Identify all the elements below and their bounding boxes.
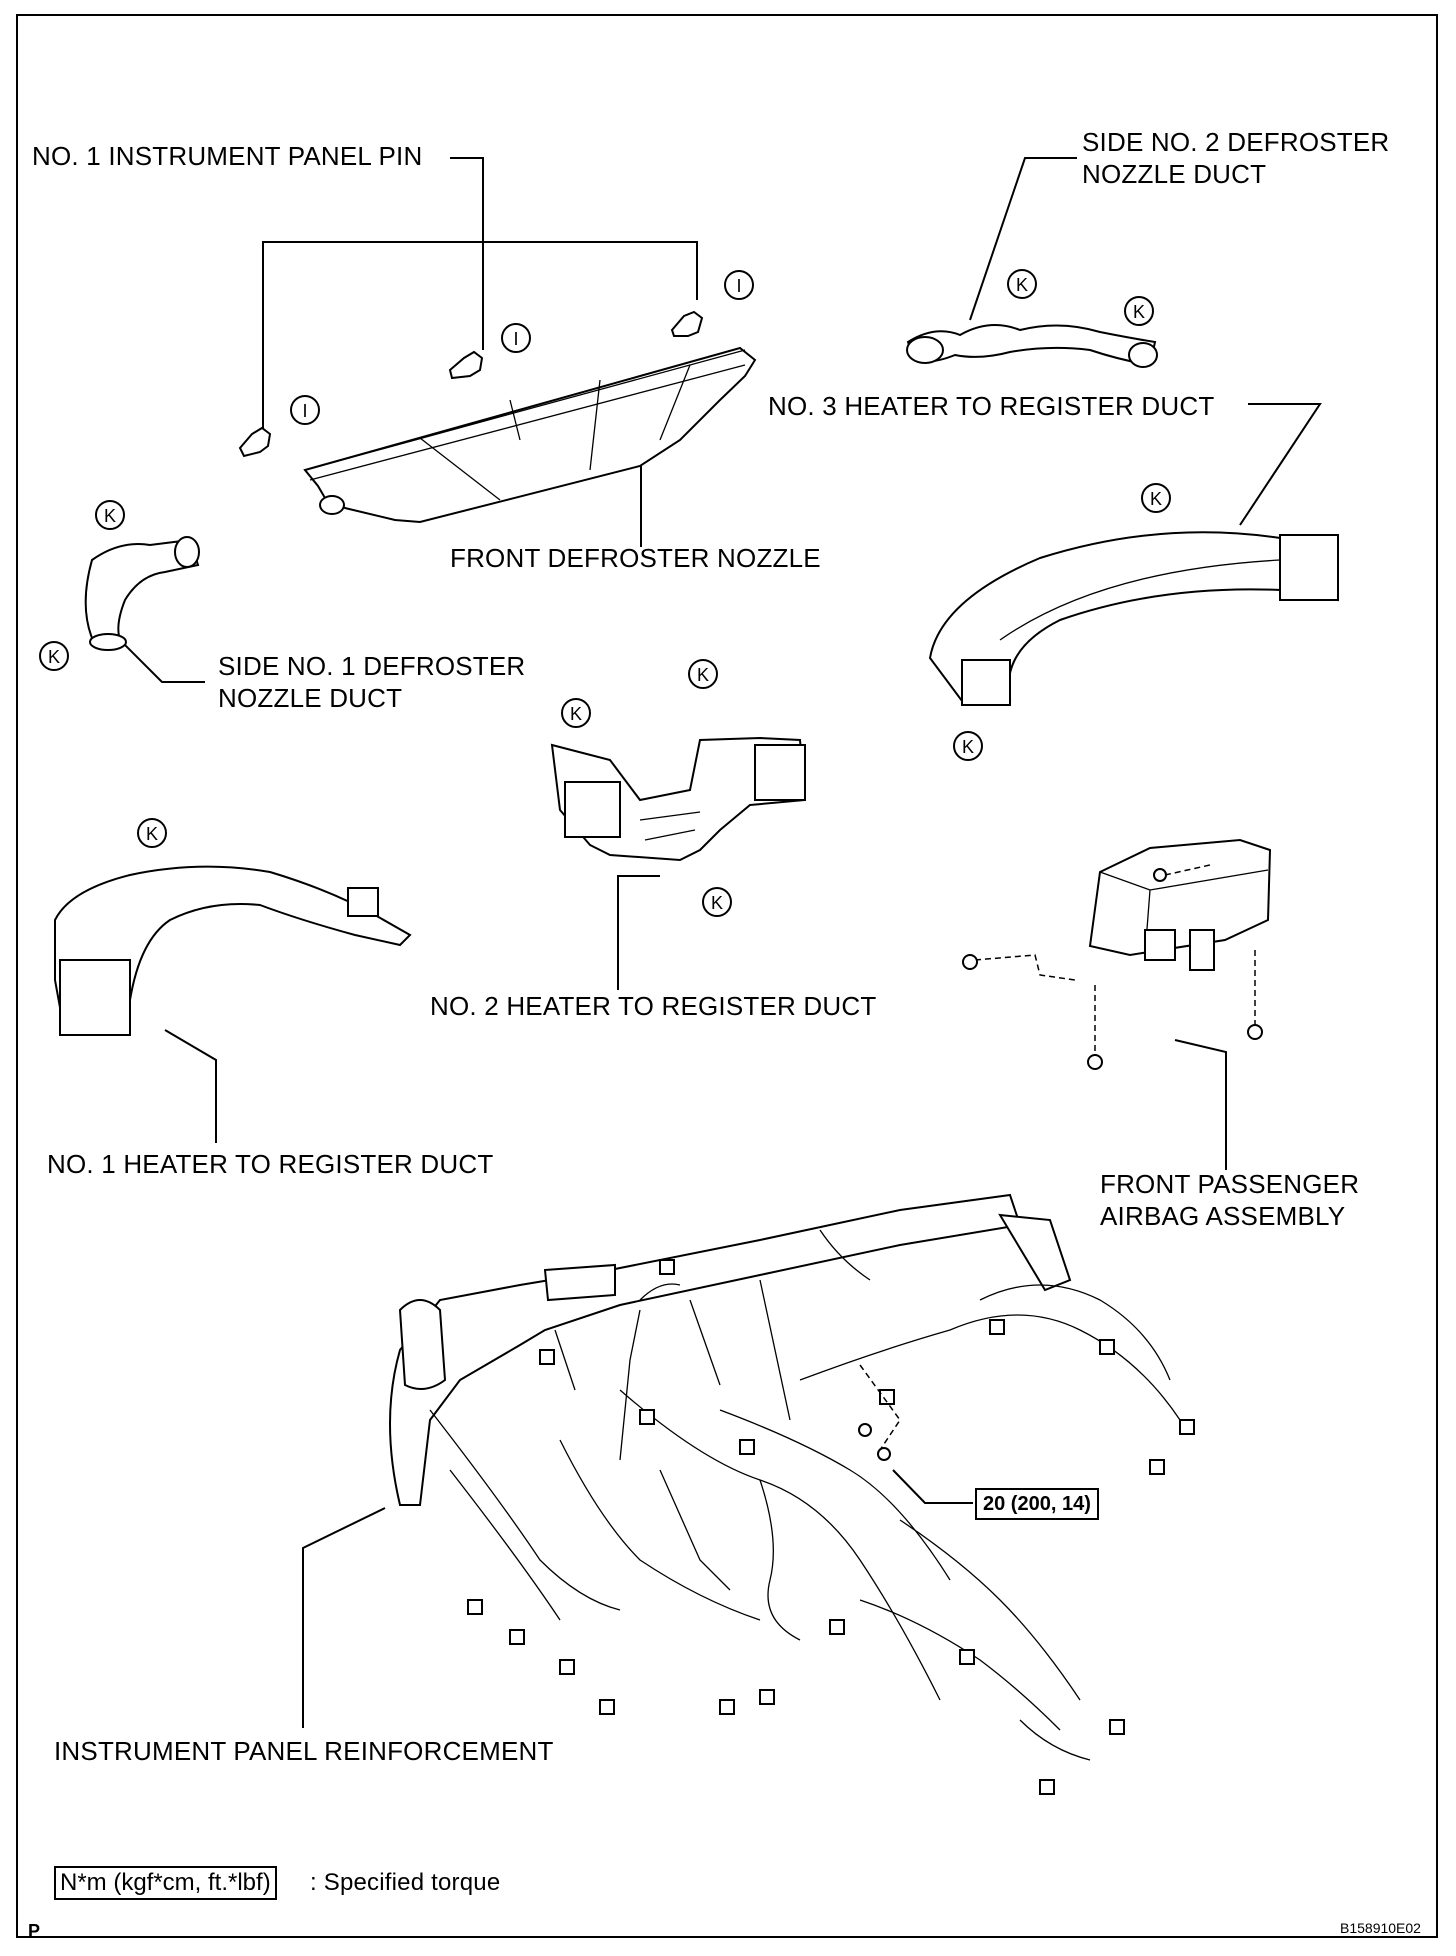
- marker-i: I: [302, 401, 307, 421]
- label-reinforcement: INSTRUMENT PANEL REINFORCEMENT: [54, 1736, 554, 1766]
- marker-k: K: [146, 824, 158, 844]
- label-instrument-panel-pin: NO. 1 INSTRUMENT PANEL PIN: [32, 141, 423, 171]
- marker-k: K: [570, 704, 582, 724]
- label-side-no1-defroster-line2: NOZZLE DUCT: [218, 683, 403, 713]
- marker-k: K: [104, 506, 116, 526]
- legend-text: : Specified torque: [310, 1869, 501, 1896]
- label-side-no1-defroster-line1: SIDE NO. 1 DEFROSTER: [218, 651, 526, 681]
- marker-circles: I I I K K K K K K K K K K: [39, 269, 1171, 917]
- label-side-no2-defroster-line1: SIDE NO. 2 DEFROSTER: [1082, 127, 1390, 157]
- front-defroster-nozzle: [303, 346, 757, 524]
- marker-k: K: [711, 893, 723, 913]
- torque-value-box: 20 (200, 14): [975, 1488, 1099, 1520]
- marker-i: I: [736, 276, 741, 296]
- side-no1-defroster-duct: [84, 536, 200, 651]
- footer-left-code: P: [28, 1921, 41, 1941]
- marker-k: K: [697, 665, 709, 685]
- instrument-panel-pins: [238, 310, 704, 458]
- marker-k: K: [1133, 302, 1145, 322]
- instrument-panel-reinforcement: [389, 1193, 1195, 1795]
- footer-figure-id: B158910E02: [1340, 1920, 1421, 1936]
- leader-lines: [119, 157, 1322, 1728]
- front-passenger-airbag: [962, 838, 1272, 1070]
- marker-i: I: [513, 329, 518, 349]
- no3-heater-duct: [928, 531, 1340, 707]
- label-side-no2-defroster-line2: NOZZLE DUCT: [1082, 159, 1267, 189]
- label-no3-heater-duct: NO. 3 HEATER TO REGISTER DUCT: [768, 391, 1215, 421]
- label-no2-heater-duct: NO. 2 HEATER TO REGISTER DUCT: [430, 991, 877, 1021]
- marker-k: K: [1016, 275, 1028, 295]
- legend-unit-box: N*m (kgf*cm, ft.*lbf): [54, 1866, 277, 1900]
- diagram-frame: [16, 14, 1438, 1938]
- side-no2-defroster-duct: [906, 324, 1158, 368]
- no1-heater-duct: [54, 865, 412, 1036]
- label-airbag-line1: FRONT PASSENGER: [1100, 1169, 1360, 1199]
- no2-heater-duct: [550, 736, 807, 862]
- marker-k: K: [962, 737, 974, 757]
- label-no1-heater-duct: NO. 1 HEATER TO REGISTER DUCT: [47, 1149, 494, 1179]
- marker-k: K: [1150, 489, 1162, 509]
- label-front-defroster-nozzle: FRONT DEFROSTER NOZZLE: [450, 543, 821, 573]
- marker-k: K: [48, 647, 60, 667]
- label-airbag-line2: AIRBAG ASSEMBLY: [1100, 1201, 1346, 1231]
